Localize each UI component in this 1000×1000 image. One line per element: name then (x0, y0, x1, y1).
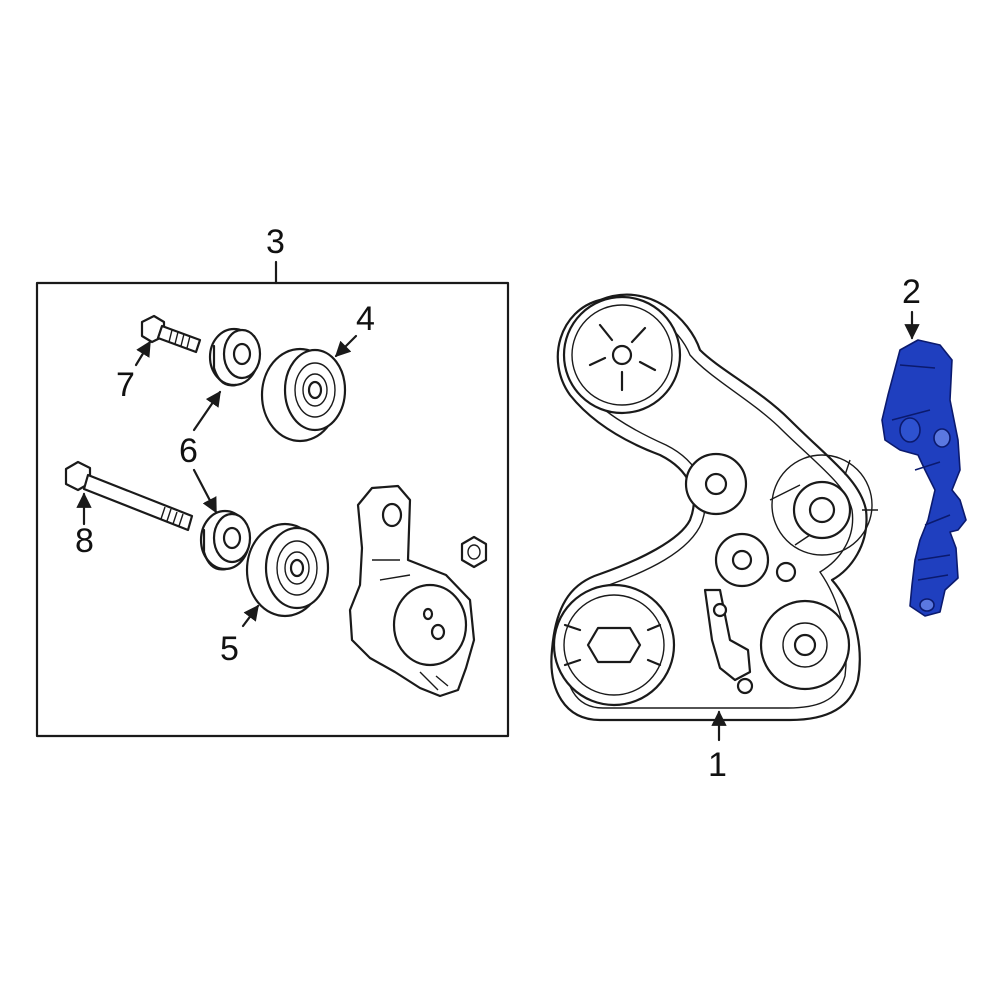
serpentine-belt[interactable] (550, 293, 868, 722)
belt-drive-layout (550, 293, 878, 722)
callout-1[interactable]: 1 (708, 746, 727, 784)
arrow-icon (334, 334, 358, 358)
callout-8[interactable]: 8 (75, 522, 94, 560)
idler-pulley-lower-part[interactable] (245, 522, 330, 618)
spacer-upper-part[interactable] (208, 327, 262, 387)
tensioner-kit-box (35, 260, 510, 738)
callout-6[interactable]: 6 (179, 432, 198, 470)
callout-7[interactable]: 7 (116, 366, 135, 404)
arrow-icon (192, 468, 218, 514)
arrow-icon (192, 390, 222, 432)
belt-tensioner-highlighted-part[interactable] (881, 339, 967, 617)
tensioner-bracket-part[interactable] (348, 484, 476, 698)
leader-arrows (76, 310, 920, 742)
arrow-icon (241, 604, 260, 628)
nut-part[interactable] (460, 535, 488, 569)
callout-3[interactable]: 3 (266, 223, 285, 261)
callout-4[interactable]: 4 (356, 300, 375, 338)
spacer-lower-part[interactable] (199, 509, 252, 571)
long-bolt-part[interactable] (64, 460, 194, 532)
idler-pulley-upper-part[interactable] (260, 347, 347, 443)
arrow-icon (134, 340, 152, 367)
callout-5[interactable]: 5 (220, 630, 239, 668)
short-bolt-part[interactable] (140, 314, 202, 354)
callout-2[interactable]: 2 (902, 273, 921, 311)
